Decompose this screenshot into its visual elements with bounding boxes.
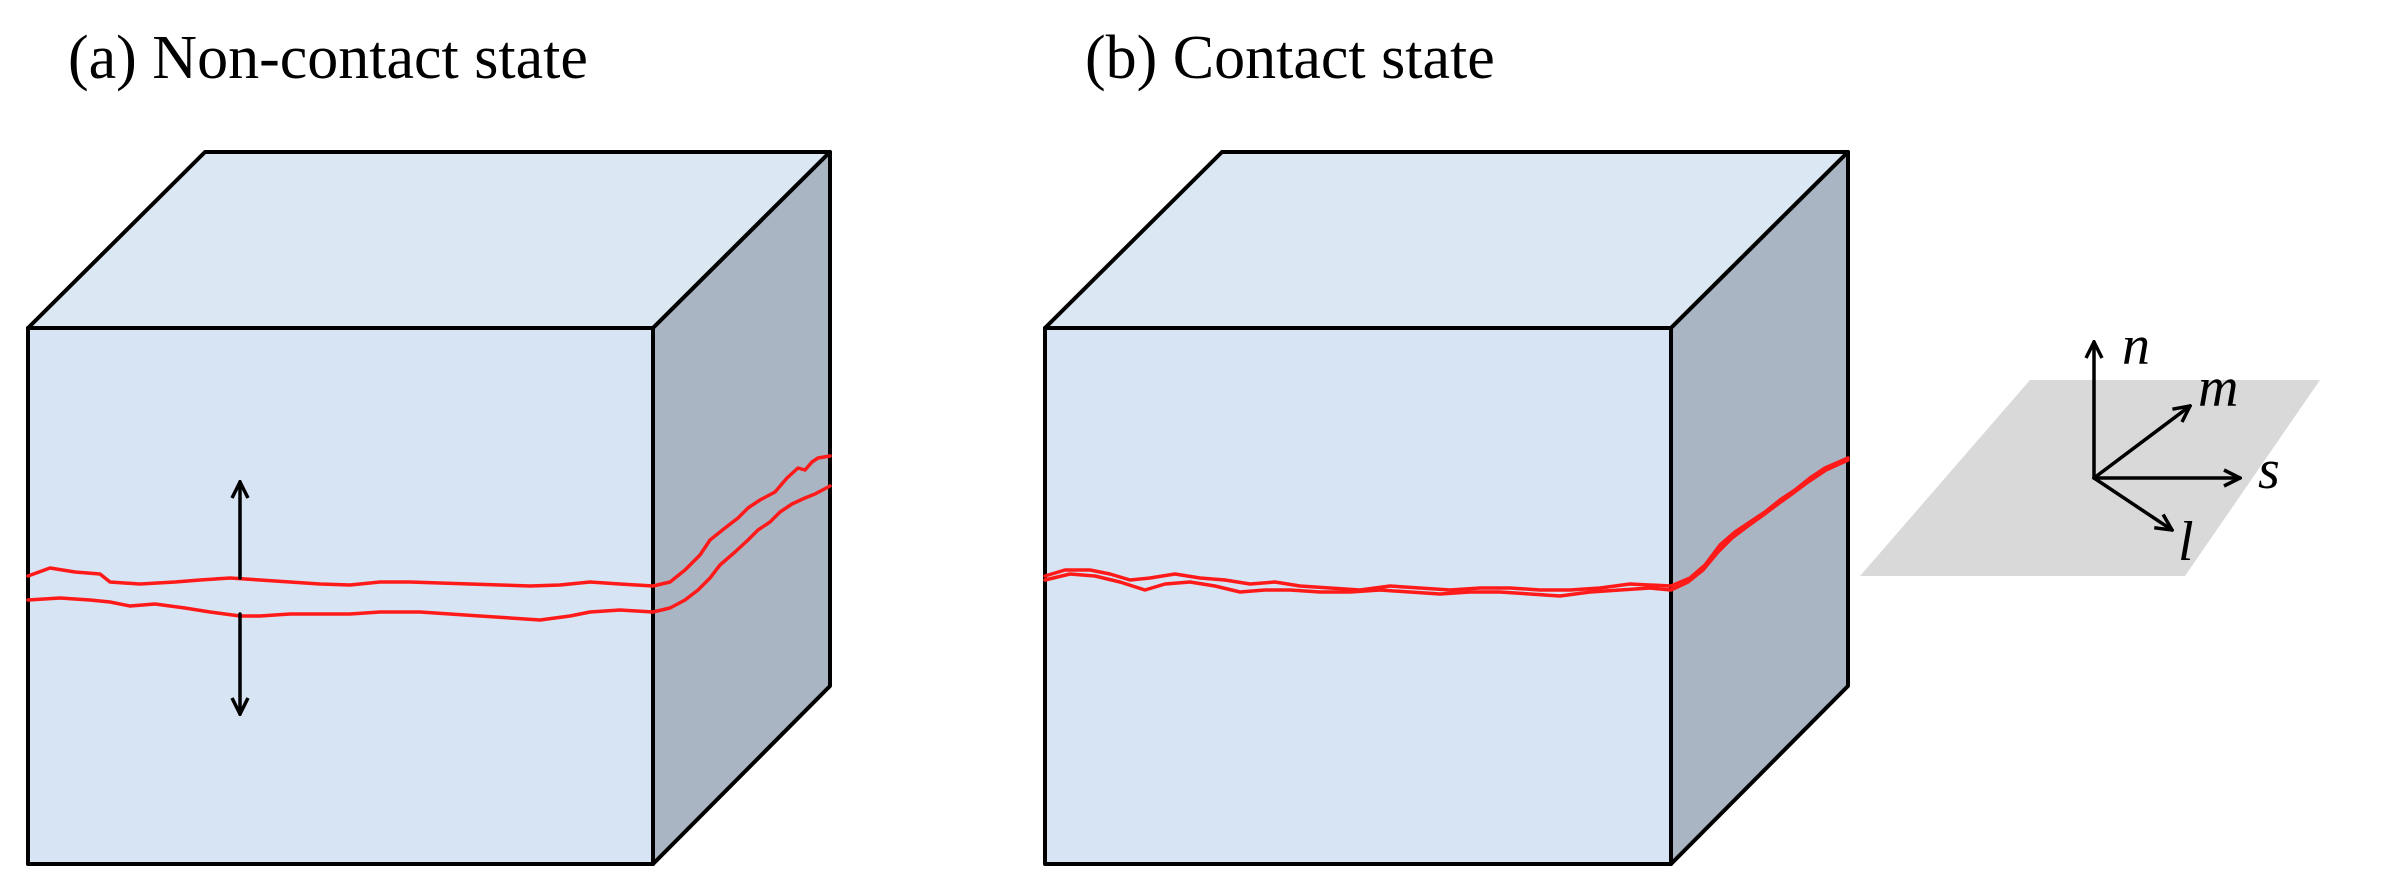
axis-s-label: s: [2258, 439, 2280, 501]
axis-m-arrow: [2092, 406, 2190, 480]
crack-lower-surface: [26, 484, 832, 622]
cube-contact: [1043, 150, 1850, 866]
panel-b-title: (b) Contact state: [1085, 24, 1495, 92]
crack-contact-surface-2: [1043, 458, 1850, 598]
panel-a-title: (a) Non-contact state: [68, 24, 588, 92]
local-coordinate-frame: n m s l: [1860, 315, 2320, 576]
cube-non-contact: [26, 150, 832, 866]
cube-a-front-face: [26, 326, 655, 866]
axis-n-label: n: [2122, 315, 2150, 377]
crack-contact-surface-1: [1043, 456, 1850, 592]
axis-l-arrow: [2092, 476, 2172, 530]
fracture-plane: [1860, 380, 2320, 576]
axis-m-label: m: [2198, 357, 2238, 419]
cube-b-front-face: [1043, 326, 1673, 866]
crack-upper-surface: [26, 454, 832, 588]
axis-l-label: l: [2178, 511, 2194, 573]
